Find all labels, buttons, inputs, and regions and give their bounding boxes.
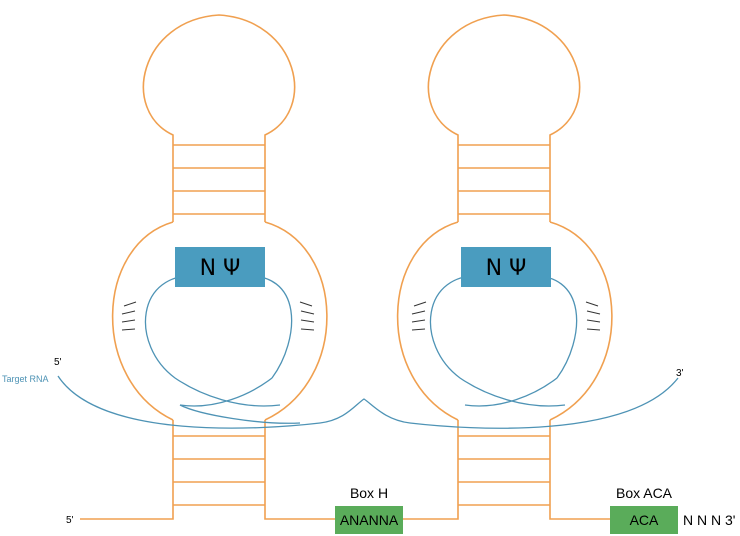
target-rna-label: Target RNA: [2, 374, 49, 384]
box-h-sequence: ANANNA: [340, 512, 399, 528]
left-internal-loop: [111, 221, 174, 421]
tail-sequence-label: N N N 3': [683, 512, 735, 528]
guide-five-prime-label: 5': [66, 515, 74, 526]
guide-rna-backbone: [80, 14, 613, 520]
pocket-right-label: N Ψ: [486, 256, 527, 281]
box-aca-title: Box ACA: [616, 485, 673, 501]
right-upper-stem-pairs: [458, 144, 550, 215]
target-three-prime-label: 3': [676, 368, 684, 379]
right-lower-stem-pairs: [458, 435, 550, 506]
pairing-ticks-right-outer: [411, 301, 427, 331]
pocket-box-left: N Ψ: [175, 247, 265, 287]
box-h: Box H ANANNA: [335, 485, 403, 534]
box-aca-sequence: ACA: [630, 512, 659, 528]
box-aca: Box ACA ACA: [610, 485, 678, 534]
pocket-left-label: N Ψ: [200, 256, 241, 281]
pairing-ticks-left-inner: [299, 301, 315, 331]
target-rna-strand: [57, 275, 679, 429]
left-upper-stem-pairs: [173, 144, 265, 215]
pairing-ticks-left-outer: [121, 301, 137, 331]
pairing-ticks-right-inner: [585, 301, 601, 331]
pocket-box-right: N Ψ: [461, 247, 551, 287]
target-five-prime-label: 5': [54, 357, 62, 368]
right-internal-loop: [396, 221, 459, 421]
box-h-title: Box H: [350, 485, 388, 501]
left-lower-stem-pairs: [173, 435, 265, 506]
